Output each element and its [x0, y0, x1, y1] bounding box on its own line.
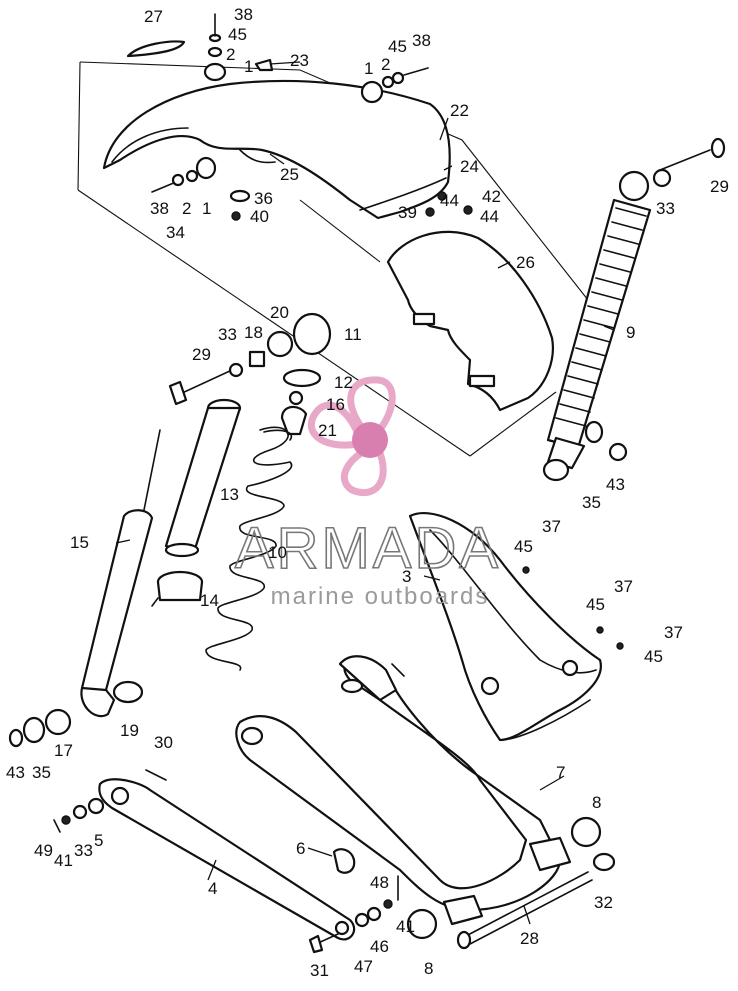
- label-43: 43: [606, 475, 625, 494]
- label-44: 44: [440, 191, 459, 210]
- label-38: 38: [234, 5, 253, 24]
- label-47: 47: [354, 957, 373, 976]
- label-24: 24: [460, 157, 479, 176]
- spring-retainer: [151, 570, 204, 607]
- label-20: 20: [270, 303, 289, 322]
- label-37: 37: [542, 517, 561, 536]
- label-43: 43: [6, 763, 25, 782]
- label-39: 39: [398, 203, 417, 222]
- label-38: 38: [412, 31, 431, 50]
- label-29: 29: [192, 345, 211, 364]
- label-3: 3: [402, 567, 411, 586]
- swing-arm-pivot: [406, 816, 616, 950]
- label-4: 4: [208, 879, 217, 898]
- label-21: 21: [318, 421, 337, 440]
- label-14: 14: [200, 591, 219, 610]
- watermark-title: ARMADA: [235, 516, 501, 581]
- label-49: 49: [34, 841, 53, 860]
- label-45: 45: [644, 647, 663, 666]
- label-5: 5: [94, 831, 103, 850]
- label-35: 35: [582, 493, 601, 512]
- label-45: 45: [514, 537, 533, 556]
- label-33: 33: [218, 325, 237, 344]
- label-30: 30: [154, 733, 173, 752]
- label-37: 37: [664, 623, 683, 642]
- rear-fender: [102, 79, 451, 220]
- label-33: 33: [74, 841, 93, 860]
- label-10: 10: [268, 543, 287, 562]
- label-45: 45: [388, 37, 407, 56]
- swing-arm: [235, 655, 562, 912]
- label-32: 32: [594, 893, 613, 912]
- label-18: 18: [244, 323, 263, 342]
- watermark-subtitle: marine outboards: [271, 583, 490, 610]
- label-8: 8: [592, 793, 601, 812]
- label-31: 31: [310, 961, 329, 980]
- fender-top-mount: [203, 13, 274, 82]
- label-2: 2: [381, 55, 390, 74]
- tail-plate: [126, 40, 186, 58]
- label-2: 2: [226, 45, 235, 64]
- label-16: 16: [326, 395, 345, 414]
- label-1: 1: [244, 57, 253, 76]
- label-33: 33: [656, 199, 675, 218]
- leader-lines: [115, 61, 615, 925]
- fender-hardware: [229, 189, 473, 221]
- label-15: 15: [70, 533, 89, 552]
- spring-cover: [164, 398, 242, 558]
- label-45: 45: [228, 25, 247, 44]
- frame-section: [408, 512, 624, 742]
- left-spring: [205, 426, 293, 671]
- label-42: 42: [482, 187, 501, 206]
- fender-side-mount: [360, 67, 429, 104]
- label-26: 26: [516, 253, 535, 272]
- right-shock-absorber: [542, 137, 726, 482]
- label-46: 46: [370, 937, 389, 956]
- label-35: 35: [32, 763, 51, 782]
- label-25: 25: [280, 165, 299, 184]
- label-6: 6: [296, 839, 305, 858]
- label-23: 23: [290, 51, 309, 70]
- label-36: 36: [254, 189, 273, 208]
- label-17: 17: [54, 741, 73, 760]
- small-hardware: [53, 797, 399, 954]
- label-41: 41: [54, 851, 73, 870]
- label-28: 28: [520, 929, 539, 948]
- left-damper: [80, 429, 161, 718]
- label-37: 37: [614, 577, 633, 596]
- left-shock-upper-mount: [168, 312, 332, 436]
- label-12: 12: [334, 373, 353, 392]
- label-45: 45: [586, 595, 605, 614]
- label-9: 9: [626, 323, 635, 342]
- label-8: 8: [424, 959, 433, 978]
- label-29: 29: [710, 177, 729, 196]
- label-2: 2: [182, 199, 191, 218]
- label-13: 13: [220, 485, 239, 504]
- watermark-logo: [308, 376, 396, 497]
- fender-brace: [386, 230, 554, 412]
- label-27: 27: [144, 7, 163, 26]
- left-shock-lower-mount: [8, 708, 72, 748]
- label-41: 41: [396, 917, 415, 936]
- torque-link: [98, 769, 356, 941]
- label-19: 19: [120, 721, 139, 740]
- fender-lower-mount: [151, 156, 217, 193]
- label-7: 7: [556, 763, 565, 782]
- label-38: 38: [150, 199, 169, 218]
- label-1: 1: [202, 199, 211, 218]
- label-40: 40: [250, 207, 269, 226]
- label-1: 1: [364, 59, 373, 78]
- label-48: 48: [370, 873, 389, 892]
- label-44: 44: [480, 207, 499, 226]
- label-34: 34: [166, 223, 185, 242]
- label-11: 11: [344, 325, 362, 344]
- part-labels: 27 38 45 2 1 23 1 2 45 38 22 25 24 38 2 …: [6, 5, 729, 980]
- label-22: 22: [450, 101, 469, 120]
